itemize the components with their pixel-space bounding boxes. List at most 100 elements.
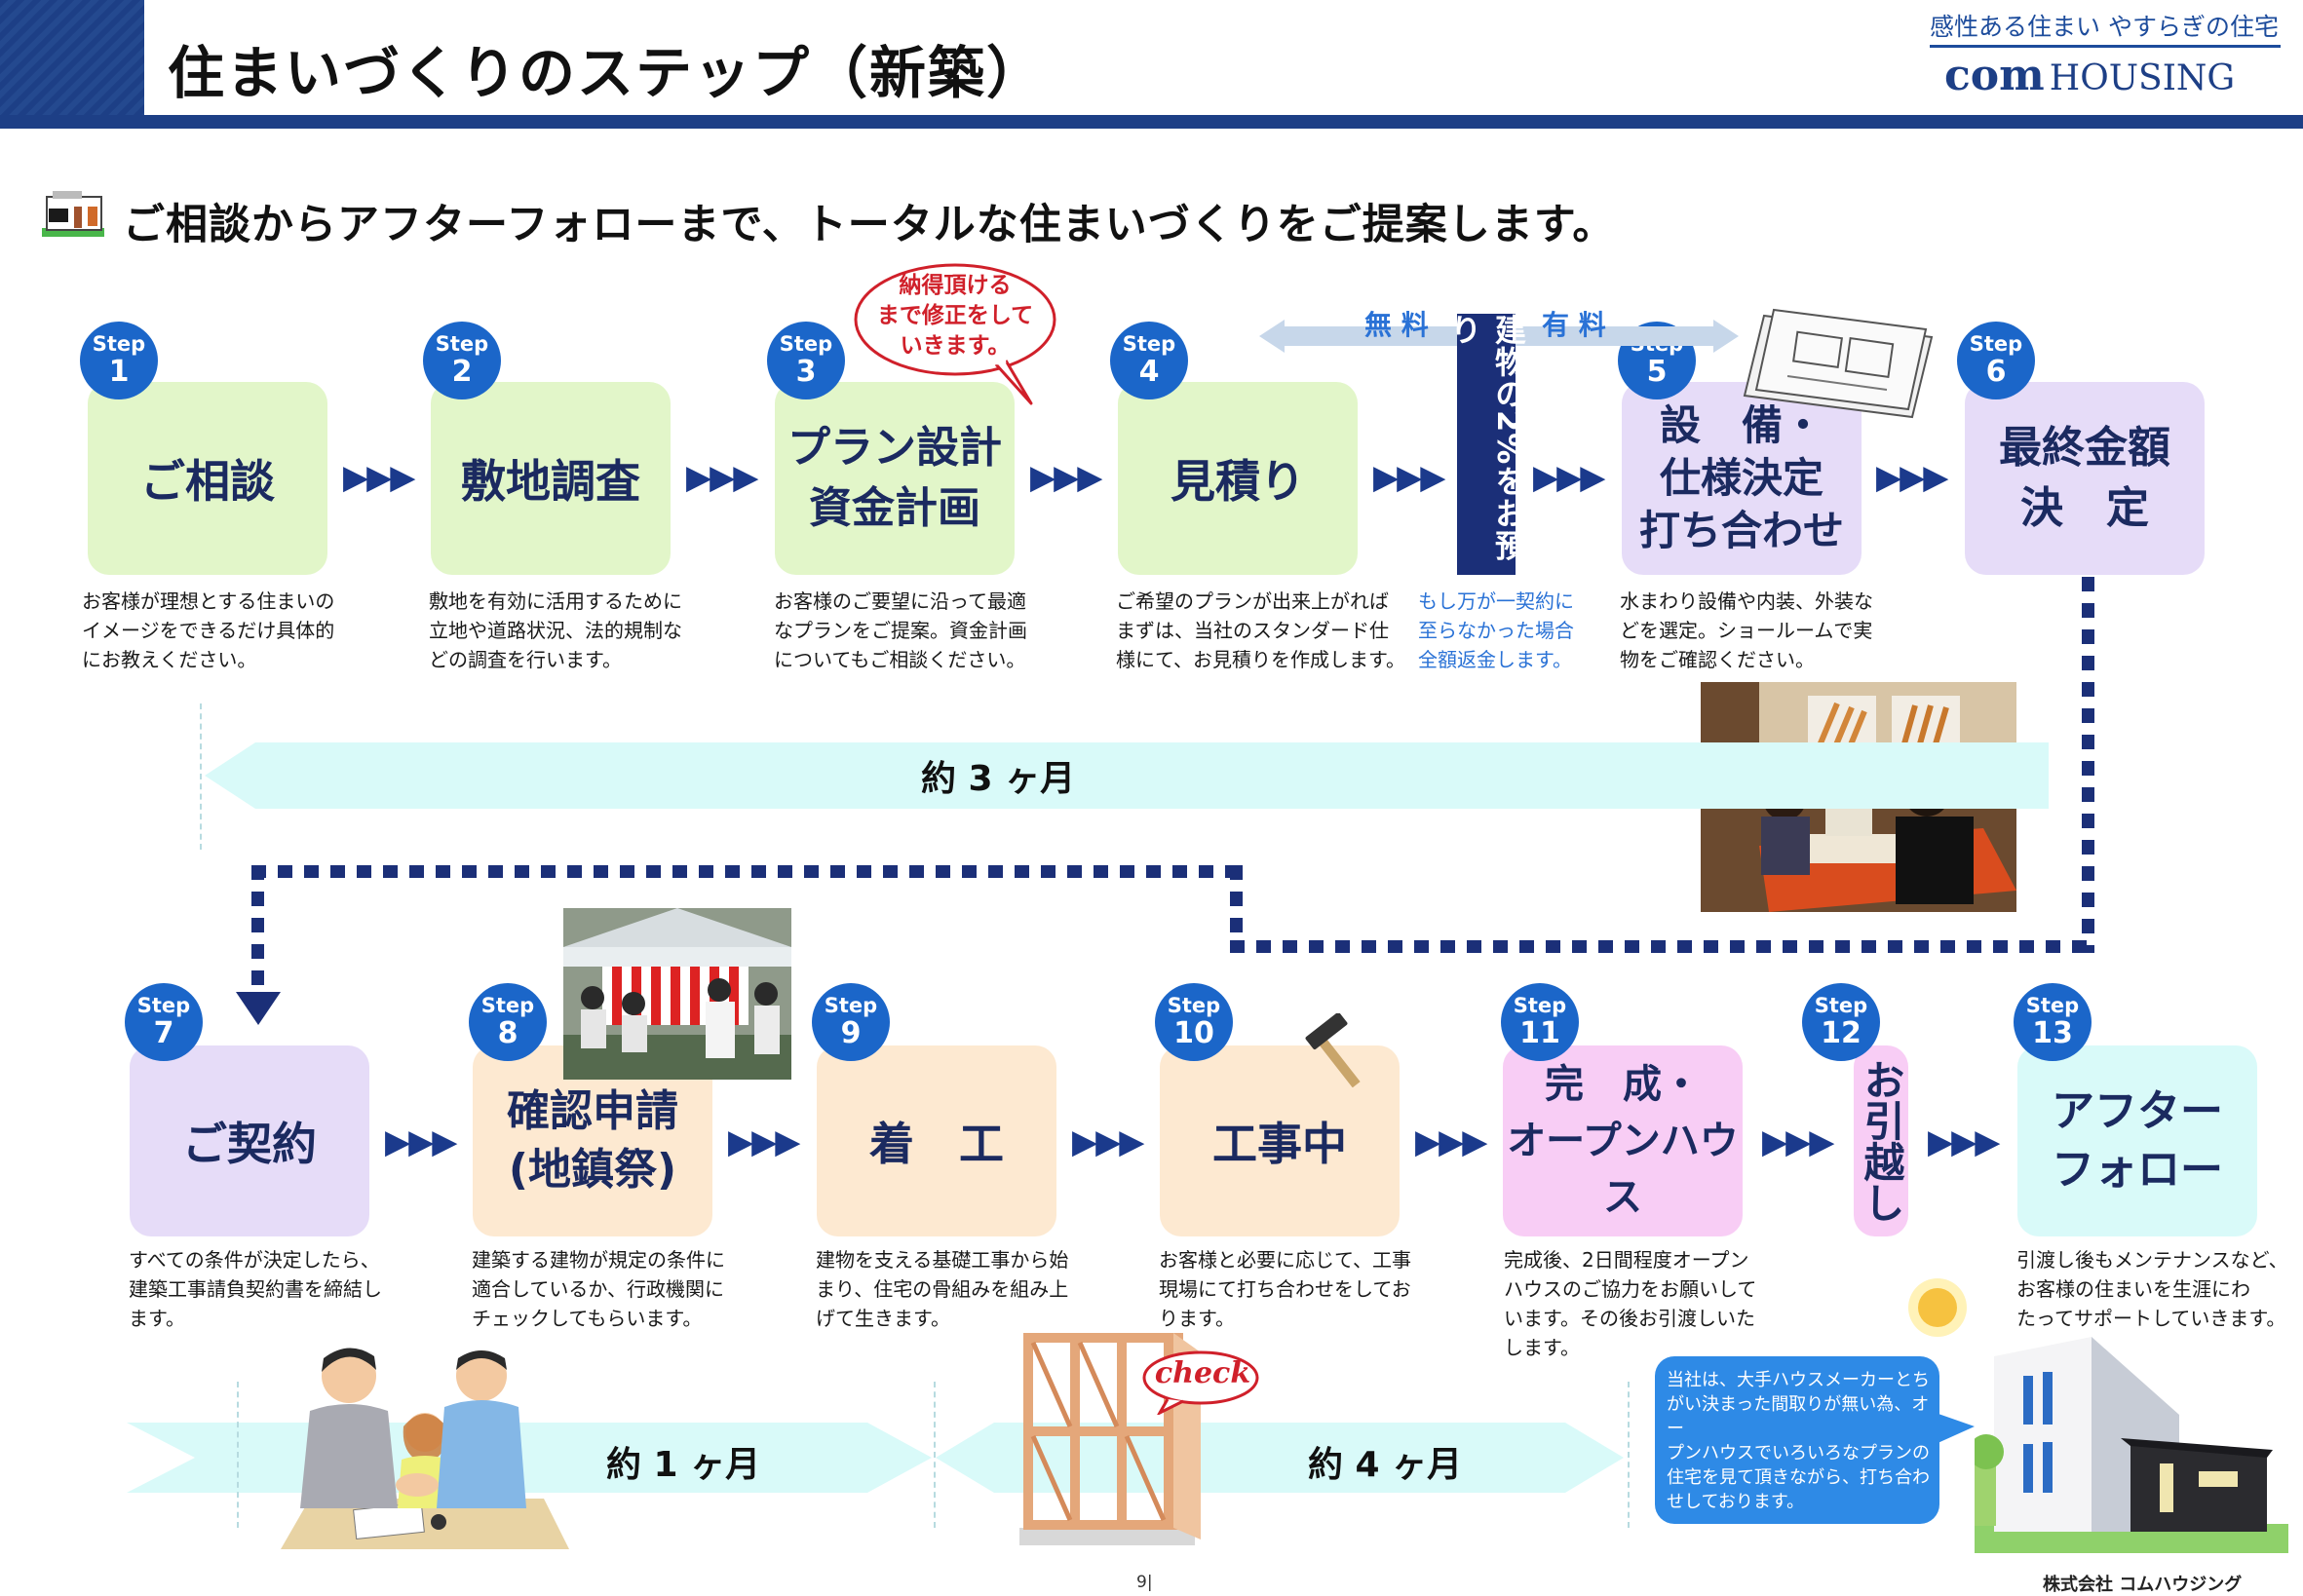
step-12-box: お引越し (1854, 1045, 1908, 1236)
step-1-box: ご相談 (88, 382, 327, 575)
step-11-title: 完 成・ オープンハウス (1507, 1062, 1739, 1220)
chevron-arrow-icon: ▶▶▶ (1415, 1122, 1487, 1161)
chevron-arrow-icon: ▶▶▶ (1030, 458, 1102, 497)
step-number: 3 (795, 355, 817, 389)
duration-label-3: 約 4 ヶ月 (1308, 1445, 1463, 1485)
step-number: 8 (497, 1016, 518, 1050)
step-9-desc: 建物を支える基礎工事から始 まり、住宅の骨組みを組み上 げて生きます。 (816, 1248, 1069, 1330)
header-bar (0, 115, 2303, 129)
deposit-label: 建物の2%をお預り (1445, 314, 1527, 562)
step-number: 10 (1173, 1016, 1214, 1050)
step-8-title: 確認申請 (地鎮祭) (507, 1086, 678, 1195)
chevron-arrow-icon: ▶▶▶ (1533, 458, 1605, 497)
step-number: 9 (840, 1016, 862, 1050)
step-4-box: 見積り (1118, 382, 1358, 575)
brand-divider (1930, 45, 2281, 48)
chevron-arrow-icon: ▶▶▶ (385, 1122, 457, 1161)
step-12-title: お引越し (1858, 1059, 1905, 1223)
down-arrow-icon (236, 992, 281, 1025)
step-2-desc: 敷地を有効に活用するために 立地や道路状況、法的規制な どの調査を行います。 (429, 589, 682, 671)
chevron-arrow-icon: ▶▶▶ (1876, 458, 1948, 497)
step-word: Step (1167, 994, 1221, 1017)
dashed-guide (934, 1382, 936, 1528)
step-2-box: 敷地調査 (431, 382, 671, 575)
dotted-path (2082, 577, 2094, 953)
step-9-title: 着 工 (869, 1118, 1004, 1170)
step-13-title: アフター フォロー (2052, 1086, 2223, 1195)
step-10-title: 工事中 (1212, 1118, 1347, 1170)
step-6-title: 最終金額 決 定 (1999, 423, 2170, 533)
step-word: Step (1122, 332, 1176, 356)
chevron-arrow-icon: ▶▶▶ (1928, 1122, 2000, 1161)
paid-label: 有 料 (1542, 309, 1606, 341)
modern-house-illustration (1975, 1337, 2288, 1553)
step-number: 6 (1985, 355, 2007, 389)
step-10-box: 工事中 (1160, 1045, 1400, 1236)
deposit-note: もし万が一契約に 至らなかった場合 全額返金します。 (1418, 589, 1574, 671)
step-13-box: アフター フォロー (2017, 1045, 2257, 1236)
step-1-desc: お客様が理想とする住まいの イメージをできるだけ具体的 にお教えください。 (82, 589, 335, 671)
check-stamp (1142, 1350, 1259, 1415)
brand-logo: com HOUSING (1944, 51, 2235, 100)
step-8-desc: 建築する建物が規定の条件に 適合しているか、行政機関に チェックしてもらいます。 (472, 1248, 725, 1330)
step-number: 13 (2032, 1016, 2073, 1050)
step-number: 7 (153, 1016, 174, 1050)
handshake-illustration (281, 1348, 569, 1549)
info-bubble-text: 当社は、大手ハウスメーカーとち がい決まった間取りが無い為、オー プンハウスでい… (1667, 1370, 1930, 1512)
step-word: Step (136, 994, 191, 1017)
step-10-desc: お客様と必要に応じて、工事 現場にて打ち合わせをしてお ります。 (1159, 1248, 1411, 1330)
dashed-guide (237, 1382, 239, 1528)
chevron-arrow-icon: ▶▶▶ (728, 1122, 800, 1161)
page-number: 9| (1136, 1573, 1153, 1592)
brand-logo-housing: HOUSING (2049, 58, 2236, 98)
step-11-box: 完 成・ オープンハウス (1503, 1045, 1743, 1236)
chevron-arrow-icon: ▶▶▶ (1072, 1122, 1144, 1161)
dashed-guide (200, 703, 202, 850)
step-13-desc: 引渡し後もメンテナンスなど、 お客様の住まいを生涯にわ たってサポートしていきま… (2016, 1248, 2288, 1330)
step-number: 12 (1821, 1016, 1862, 1050)
step-word: Step (779, 332, 833, 356)
duration-arrow-3 (936, 1423, 1624, 1493)
company-name: 株式会社 コムハウジング (2043, 1575, 2243, 1595)
step-3-box: プラン設計 資金計画 (775, 382, 1015, 575)
step-7-desc: すべての条件が決定したら、 建築工事請負契約書を締結し ます。 (129, 1248, 382, 1330)
step-number: 2 (451, 355, 473, 389)
duration-arrow-1 (205, 742, 2049, 809)
house-icon (42, 191, 104, 237)
ceremony-photo (563, 908, 791, 1080)
info-bubble (1655, 1356, 1975, 1524)
step-word: Step (1513, 994, 1567, 1017)
step-3-title: プラン設計 資金計画 (787, 423, 1002, 533)
step-word: Step (824, 994, 878, 1017)
blueprint-document-icon (1743, 308, 1934, 419)
step-number: 4 (1138, 355, 1160, 389)
step-7-title: ご契約 (182, 1118, 317, 1170)
header-stripe (0, 0, 144, 115)
step-11-desc: 完成後、2日間程度オープン ハウスのご協力をお願いして います。その後お引渡しい… (1504, 1248, 1757, 1359)
step-number: 1 (108, 355, 130, 389)
dotted-path (1230, 940, 2094, 953)
step-4-title: 見積り (1171, 455, 1305, 508)
chevron-arrow-icon: ▶▶▶ (1762, 1122, 1834, 1161)
step-3-desc: お客様のご要望に沿って最適 なプランをご提案。資金計画 についてもご相談ください… (774, 589, 1027, 671)
step-7-box: ご契約 (130, 1045, 369, 1236)
step-word: Step (480, 994, 535, 1017)
speech-bubble (854, 263, 1056, 405)
page-title: 住まいづくりのステップ（新築） (168, 40, 1046, 106)
callout-text: 納得頂ける まで修正をして いきます。 (876, 273, 1034, 359)
step-word: Step (1814, 994, 1868, 1017)
dotted-path (251, 865, 264, 992)
dotted-path (251, 865, 1243, 878)
subtitle: ご相談からアフターフォローまで、トータルな住まいづくりをご提案します。 (123, 201, 1616, 249)
hammer-icon (1305, 1013, 1361, 1087)
dotted-path (1230, 865, 1243, 953)
step-1-title: ご相談 (140, 455, 275, 508)
step-5-box: 設 備・ 仕様決定 打ち合わせ (1622, 382, 1862, 575)
chevron-arrow-icon: ▶▶▶ (343, 458, 415, 497)
